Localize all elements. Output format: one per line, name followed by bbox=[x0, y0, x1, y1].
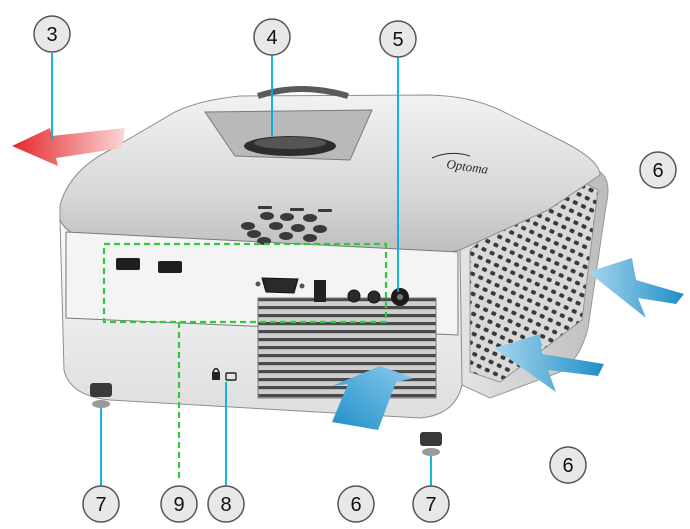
svg-text:4: 4 bbox=[266, 27, 277, 49]
callout-9: 9 bbox=[160, 485, 198, 523]
usb-port-icon bbox=[314, 280, 326, 302]
callout-3: 3 bbox=[33, 15, 71, 53]
svg-text:6: 6 bbox=[652, 160, 663, 182]
lens-rim bbox=[257, 86, 349, 99]
focus-ring-highlight bbox=[254, 137, 326, 149]
svg-text:8: 8 bbox=[220, 494, 231, 516]
audio-jack-icon bbox=[367, 290, 381, 304]
leader-lines bbox=[51, 53, 432, 486]
intake-arrow-right-upper bbox=[588, 258, 684, 318]
lock-icon bbox=[212, 367, 237, 381]
vga-port-icon bbox=[261, 277, 299, 294]
svg-text:9: 9 bbox=[173, 494, 184, 516]
left-foot bbox=[90, 383, 112, 408]
svg-text:7: 7 bbox=[425, 494, 436, 516]
svg-text:6: 6 bbox=[350, 494, 361, 516]
callout-7-left: 7 bbox=[82, 485, 120, 523]
hdmi-port-icon bbox=[116, 258, 140, 270]
brand-logo-swoosh bbox=[431, 152, 471, 159]
callout-4: 4 bbox=[253, 18, 291, 56]
io-ports bbox=[116, 258, 409, 306]
intake-arrow-bottom bbox=[332, 366, 414, 430]
callout-7-right: 7 bbox=[412, 485, 450, 523]
hdmi-port-icon bbox=[158, 261, 182, 273]
svg-text:5: 5 bbox=[392, 29, 403, 51]
callout-8: 8 bbox=[207, 485, 245, 523]
callout-6-right-upper: 6 bbox=[639, 151, 677, 189]
right-foot bbox=[420, 432, 442, 456]
svg-text:6: 6 bbox=[562, 455, 573, 477]
io-panel-highlight bbox=[102, 242, 388, 324]
brand-logo: Optoma bbox=[446, 156, 490, 177]
intake-arrow-right-lower bbox=[494, 334, 604, 392]
svg-text:3: 3 bbox=[46, 24, 57, 46]
svg-text:7: 7 bbox=[95, 494, 106, 516]
callout-5: 5 bbox=[379, 20, 417, 58]
exhaust-arrow bbox=[12, 128, 125, 166]
callout-6-bottom: 6 bbox=[337, 485, 375, 523]
audio-jack-icon bbox=[347, 289, 361, 303]
callout-6-right-lower: 6 bbox=[549, 446, 587, 484]
projector-body: Optoma bbox=[59, 86, 609, 456]
